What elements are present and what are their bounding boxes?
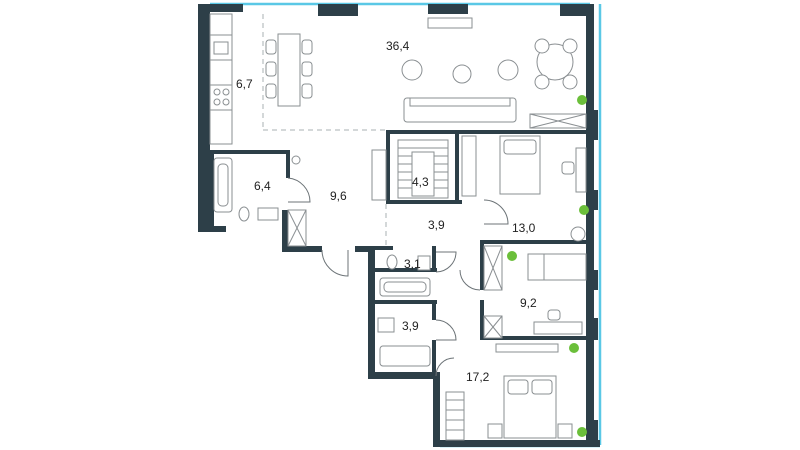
bathroom-1-fixtures xyxy=(213,155,307,247)
dining-table xyxy=(265,33,313,107)
doors xyxy=(287,177,509,377)
kitchen-units xyxy=(209,13,233,145)
area-wc: 3,1 xyxy=(404,257,421,271)
plant-icon xyxy=(507,251,517,261)
staircase xyxy=(371,135,477,201)
area-bedroom-2: 9,2 xyxy=(520,296,537,310)
bedroom-2-furniture xyxy=(483,245,587,339)
area-bath-1: 6,4 xyxy=(254,179,271,193)
plant-icon xyxy=(577,95,587,105)
area-bedroom-1: 13,0 xyxy=(512,221,536,235)
plant-icon xyxy=(577,427,587,437)
outer-walls xyxy=(198,4,600,447)
zone-dividers xyxy=(262,14,387,246)
area-corridor: 3,9 xyxy=(428,218,445,232)
area-hall: 9,6 xyxy=(330,189,347,203)
area-master-bedroom: 17,2 xyxy=(466,370,490,384)
area-living: 36,4 xyxy=(386,39,410,53)
area-stair: 4,3 xyxy=(412,175,429,189)
bedroom-1-furniture xyxy=(499,135,587,242)
plant-icon xyxy=(579,205,589,215)
area-bath-2: 3,9 xyxy=(402,319,419,333)
area-kitchen: 6,7 xyxy=(236,77,253,91)
plants xyxy=(507,95,589,437)
plant-icon xyxy=(569,343,579,353)
wc-bath-2-fixtures xyxy=(377,254,431,367)
master-bedroom-furniture xyxy=(445,343,573,441)
living-furniture xyxy=(401,17,587,129)
